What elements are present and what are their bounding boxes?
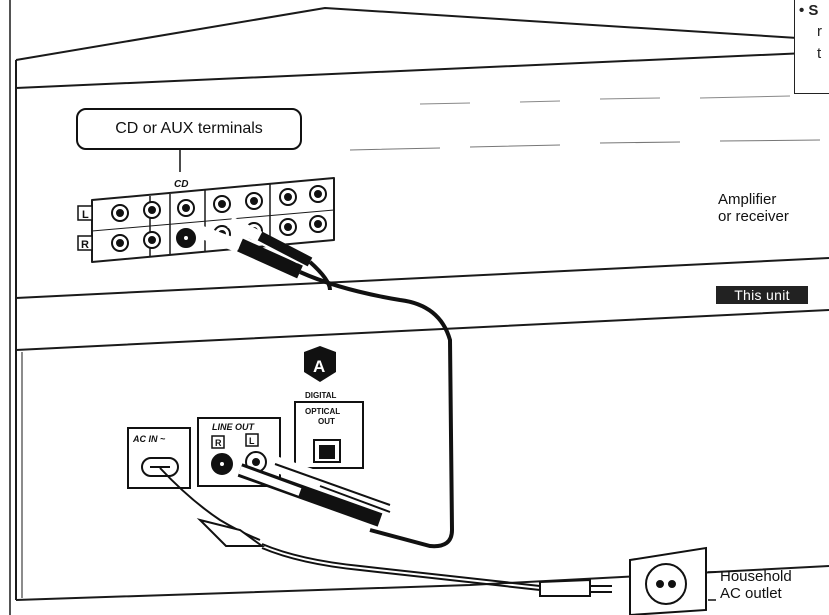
- line-out-label: LINE OUT: [212, 422, 256, 432]
- cd-label: CD: [174, 179, 188, 190]
- this-unit-badge: This unit: [716, 286, 808, 304]
- amp-l-marker: L: [82, 209, 89, 221]
- note-line-2: r: [817, 23, 822, 40]
- amp-r-marker: R: [81, 239, 89, 251]
- callout-text: CD or AUX terminals: [115, 120, 263, 137]
- power-cord: [159, 467, 612, 597]
- optical-label-1: OPTICAL: [305, 407, 340, 416]
- unit-digital-icon: A: [304, 346, 336, 382]
- amplifier-label-line1: Amplifier: [718, 191, 777, 208]
- digital-icon-letter: A: [313, 357, 325, 376]
- amplifier-terminal-panel: [91, 177, 335, 263]
- amplifier-jacks: [111, 185, 327, 252]
- wall-outlet: [629, 546, 707, 615]
- cd-aux-callout: CD or AUX terminals: [76, 108, 302, 150]
- amplifier-top: [15, 7, 829, 61]
- ac-in-socket: [141, 457, 179, 477]
- amplifier-label-line2: or receiver: [718, 208, 789, 225]
- digital-label: DIGITAL: [305, 391, 337, 400]
- outlet-label-line2: AC outlet: [720, 585, 782, 602]
- outlet-label-line1: Household: [720, 568, 792, 585]
- audio-cable: [299, 260, 455, 549]
- outlet-label: Household AC outlet: [720, 568, 792, 602]
- optical-label-2: OUT: [318, 417, 335, 426]
- unit-rca-plugs: [237, 456, 393, 527]
- note-line-3: t: [817, 45, 822, 62]
- optical-port: [313, 439, 341, 463]
- amplifier-front: [15, 51, 829, 298]
- note-line-1: • S: [799, 2, 819, 19]
- note-box: • S r t: [794, 0, 829, 94]
- line-out-r: R: [215, 438, 222, 448]
- line-out-l: L: [249, 436, 255, 446]
- amplifier-label: Amplifier or receiver: [718, 191, 789, 225]
- amp-rca-plugs: [197, 216, 313, 279]
- ac-in-label: AC IN ~: [132, 434, 166, 444]
